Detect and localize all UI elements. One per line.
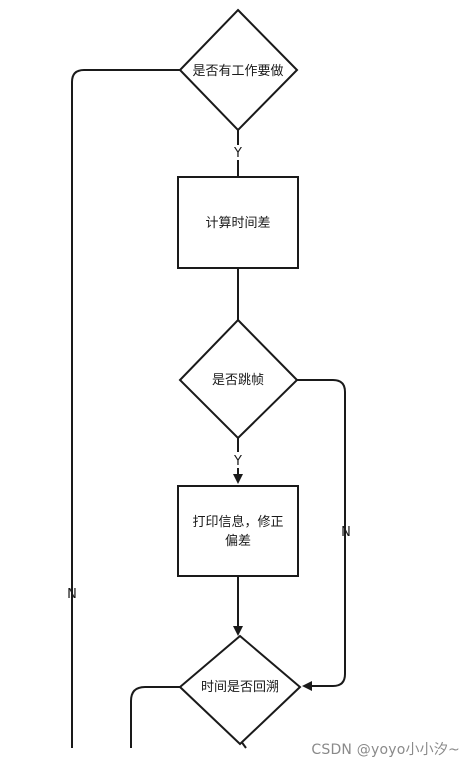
edge-label-work-no: N xyxy=(67,587,77,602)
edge-label-skip-no: N xyxy=(341,525,351,540)
decision-work xyxy=(178,8,299,132)
edge-rollback-left-line xyxy=(130,686,180,748)
process-calc xyxy=(177,176,299,269)
process-print-label-line1: 打印信息，修正 xyxy=(192,514,283,530)
decision-rollback-label: 时间是否回溯 xyxy=(201,679,279,695)
edge-label-skip-yes: Y xyxy=(233,454,242,469)
decision-skip-label: 是否跳帧 xyxy=(212,373,264,388)
edge-work-no-line xyxy=(71,69,180,748)
decision-rollback xyxy=(178,634,302,746)
decision-skip xyxy=(178,318,299,440)
process-calc-label: 计算时间差 xyxy=(205,216,270,231)
decision-work-label: 是否有工作要做 xyxy=(192,64,283,79)
process-print xyxy=(177,485,299,577)
edge-label-work-yes: Y xyxy=(233,146,242,161)
watermark: CSDN @yoyo小小汐~ xyxy=(311,742,460,758)
process-print-label-line2: 偏差 xyxy=(225,534,251,549)
edge-skip-no-line xyxy=(297,379,346,691)
